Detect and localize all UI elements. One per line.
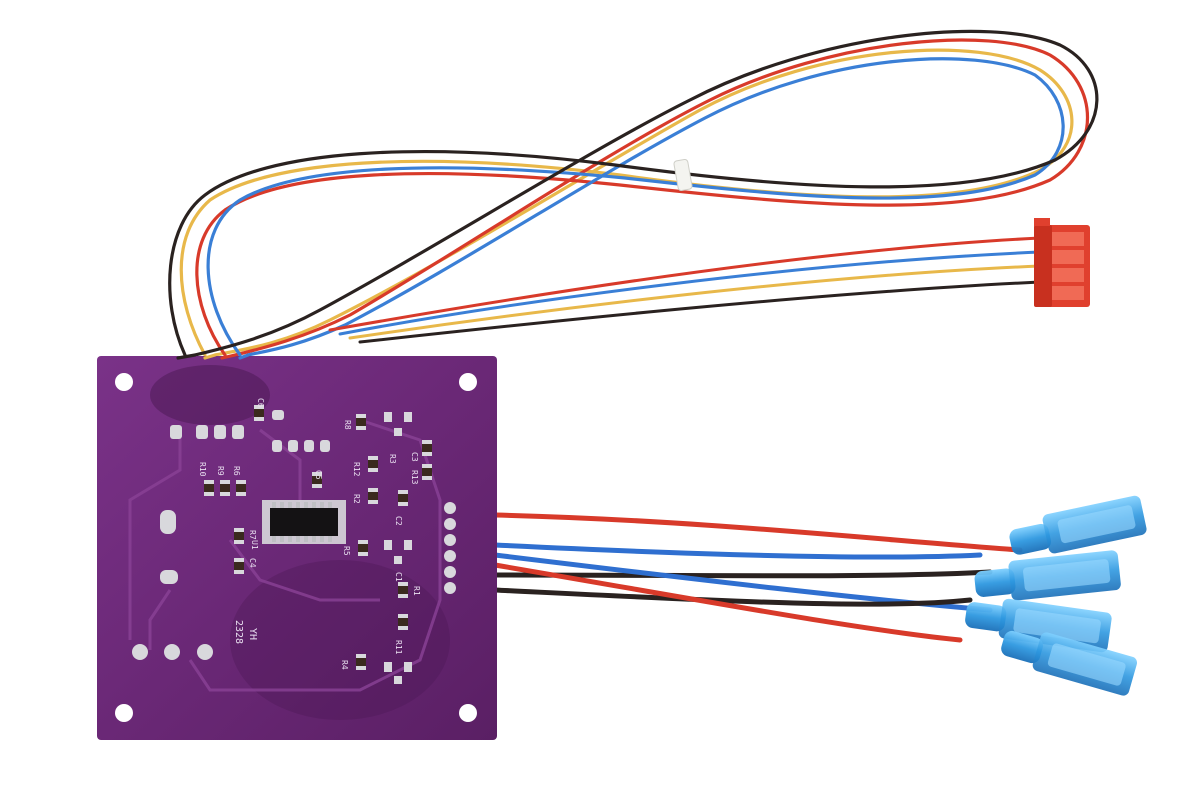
terminal-wires [492, 512, 1023, 643]
pad-row [170, 410, 330, 452]
red-connector [1034, 218, 1090, 307]
mounting-hole [459, 704, 477, 722]
mounting-hole [459, 373, 477, 391]
silk-u1: U1 [250, 540, 259, 550]
connector-wires [328, 236, 1042, 344]
upper-wire-harness [168, 29, 1099, 357]
wire-red [195, 38, 1090, 357]
cable-tie [673, 158, 693, 192]
ic-chip-u1 [262, 500, 346, 544]
wire-roots [176, 353, 250, 360]
silk-label: R10 [198, 462, 207, 477]
silk-label: R6 [232, 466, 241, 476]
silk-marking-1: YH [247, 628, 258, 640]
silk-label: R12 [352, 462, 361, 477]
silk-label: R3 [388, 454, 397, 464]
silk-label: C1 [394, 572, 403, 582]
silk-label: R11 [394, 640, 403, 655]
smd-components [204, 405, 432, 684]
pcb-board: U1 YH 2328 C6 R8 R3 C3 R13 R10 R9 R6 R12… [97, 356, 497, 740]
silk-label: R9 [216, 466, 225, 476]
silk-label: C2 [394, 516, 403, 526]
wire-pads [444, 502, 456, 594]
blue-terminals [965, 495, 1147, 696]
silk-marking-2: 2328 [233, 620, 244, 644]
silk-label: R4 [340, 660, 349, 670]
wire-blue [206, 57, 1065, 357]
silk-label: C4 [248, 558, 257, 568]
mounting-hole [115, 373, 133, 391]
large-pads [132, 510, 213, 660]
silk-label: R13 [410, 470, 419, 485]
silk-label: R7 [248, 530, 257, 540]
silk-label: C5 [314, 470, 323, 480]
silk-label: R1 [412, 586, 421, 596]
silk-label: R5 [342, 546, 351, 556]
silk-label: C3 [410, 452, 419, 462]
silk-label: R8 [343, 420, 352, 430]
silk-label: C6 [256, 398, 265, 408]
wire-black [168, 29, 1099, 357]
mounting-hole [115, 704, 133, 722]
silk-label: R2 [352, 494, 361, 504]
